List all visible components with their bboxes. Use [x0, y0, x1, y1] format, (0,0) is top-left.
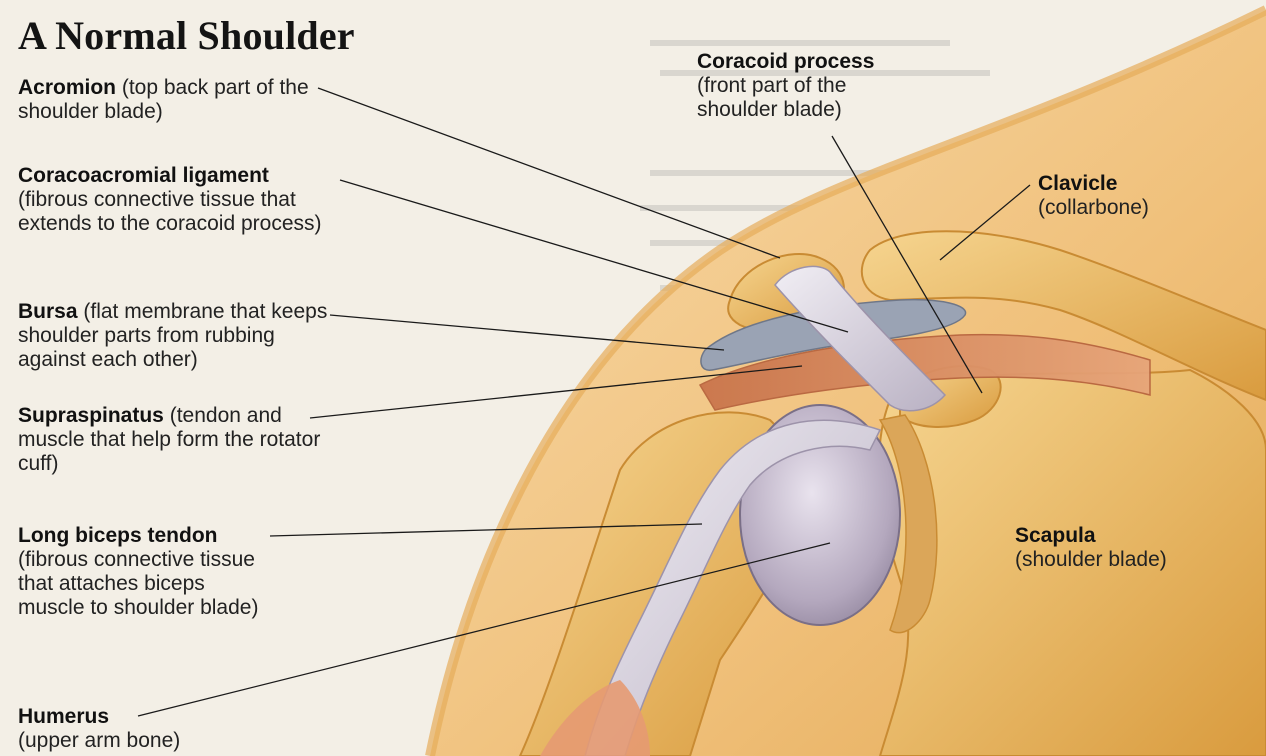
- label-scapula: Scapula (shoulder blade): [1015, 524, 1215, 572]
- label-coracoacromial: Coracoacromial ligament (fibrous connect…: [18, 164, 348, 236]
- clavicle-name: Clavicle: [1038, 172, 1117, 195]
- humerus-name: Humerus: [18, 705, 109, 728]
- label-clavicle: Clavicle (collarbone): [1038, 172, 1228, 220]
- label-biceps: Long biceps tendon (fibrous connective t…: [18, 524, 268, 620]
- coracoid-name: Coracoid process: [697, 50, 874, 73]
- scapula-desc: (shoulder blade): [1015, 548, 1167, 571]
- biceps-name: Long biceps tendon: [18, 524, 218, 547]
- label-bursa: Bursa (flat membrane that keeps shoulder…: [18, 300, 348, 372]
- coracoacromial-name: Coracoacromial ligament: [18, 164, 269, 187]
- bursa-name: Bursa: [18, 300, 78, 323]
- supraspinatus-name: Supraspinatus: [18, 404, 164, 427]
- label-coracoid: Coracoid process (front part of the shou…: [697, 50, 917, 122]
- label-acromion: Acromion (top back part of the shoulder …: [18, 76, 348, 124]
- label-supraspinatus: Supraspinatus (tendon and muscle that he…: [18, 404, 348, 476]
- page-title: A Normal Shoulder: [18, 12, 355, 59]
- biceps-desc: (fibrous connective tissue that attaches…: [18, 548, 258, 619]
- coracoacromial-desc: (fibrous connective tissue that extends …: [18, 188, 322, 235]
- label-humerus: Humerus (upper arm bone): [18, 705, 268, 753]
- acromion-name: Acromion: [18, 76, 116, 99]
- scapula-name: Scapula: [1015, 524, 1096, 547]
- humerus-desc: (upper arm bone): [18, 729, 180, 752]
- clavicle-desc: (collarbone): [1038, 196, 1149, 219]
- coracoid-desc: (front part of the shoulder blade): [697, 74, 846, 121]
